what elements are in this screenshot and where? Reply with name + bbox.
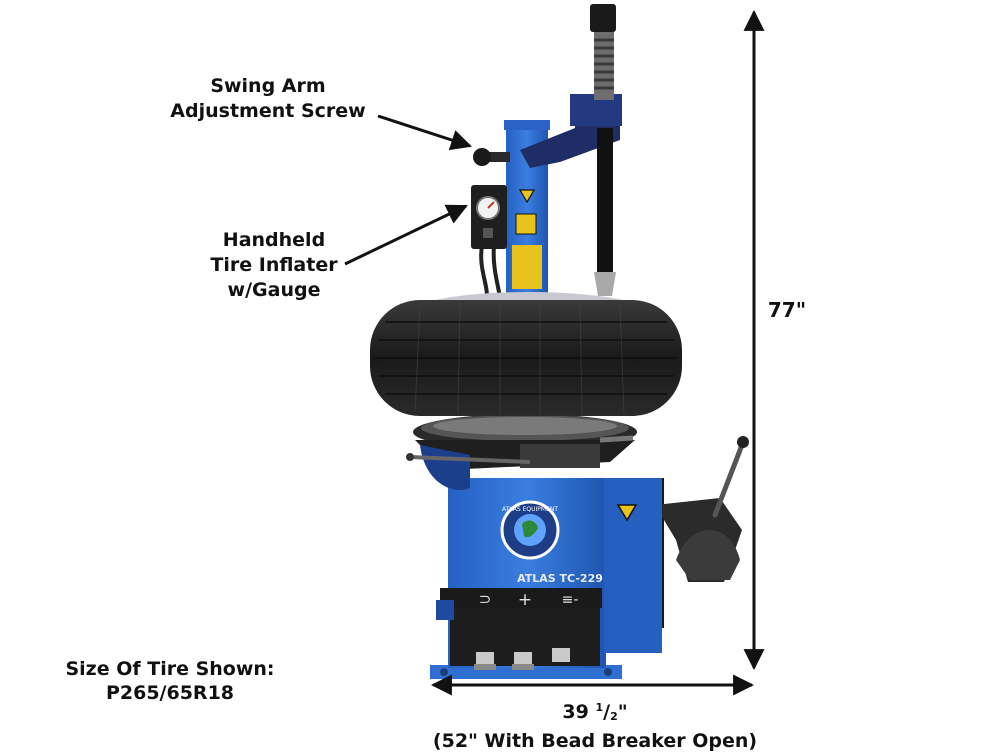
width-whole: 39: [562, 701, 589, 723]
swing-arm-callout-arrow: [377, 114, 472, 151]
atlas-logo: [500, 500, 560, 560]
height-dimension-label: 77": [767, 298, 807, 322]
clamp-symbol: ≡-: [562, 592, 579, 608]
base-bolt-right: [604, 668, 612, 676]
foot-pedals: [474, 648, 570, 670]
inflator-gauge: [471, 185, 507, 301]
tire-size-caption: Size Of Tire Shown:: [65, 658, 275, 680]
inflater-callout-line-1: Handheld: [222, 229, 326, 251]
inflater-callout-arrow: [344, 204, 468, 266]
width-dimension-label: 39 1/2" (52" With Bead Breaker Open): [420, 695, 770, 754]
swing-arm-callout-line-2: Adjustment Screw: [170, 100, 366, 122]
model-label: ATLAS TC-229: [517, 572, 603, 585]
tire-size-label: Size Of Tire Shown: P265/65R18: [52, 657, 288, 705]
inflater-callout-label: Handheld Tire Inflater w/Gauge: [198, 228, 350, 303]
inflater-callout-line-3: w/Gauge: [227, 279, 321, 301]
adjustment-screw: [473, 148, 510, 166]
logo-text: ATLAS EQUIPMENT: [502, 506, 558, 513]
width-fraction-numerator: 1: [595, 701, 604, 714]
swing-arm: [520, 4, 622, 296]
turntable: [406, 414, 637, 491]
width-dimension-note: (52" With Bead Breaker Open): [432, 730, 758, 752]
swing-arm-callout-line-1: Swing Arm: [210, 75, 326, 97]
width-fraction-denominator: 2: [610, 710, 618, 723]
width-fraction-separator: /: [603, 701, 611, 723]
tire-size-value: P265/65R18: [105, 682, 235, 704]
swing-arm-callout-label: Swing Arm Adjustment Screw: [150, 74, 386, 124]
width-unit: ": [617, 701, 628, 723]
width-dimension-value: 39 1/2": [420, 695, 770, 729]
warning-sticker-cabinet: [616, 504, 638, 522]
inflater-callout-line-2: Tire Inflater: [210, 254, 338, 276]
tire: [370, 300, 682, 416]
base-bolt-left: [440, 668, 448, 676]
plus-symbol: +: [518, 590, 532, 610]
rotate-symbol: ⊃: [479, 590, 492, 608]
